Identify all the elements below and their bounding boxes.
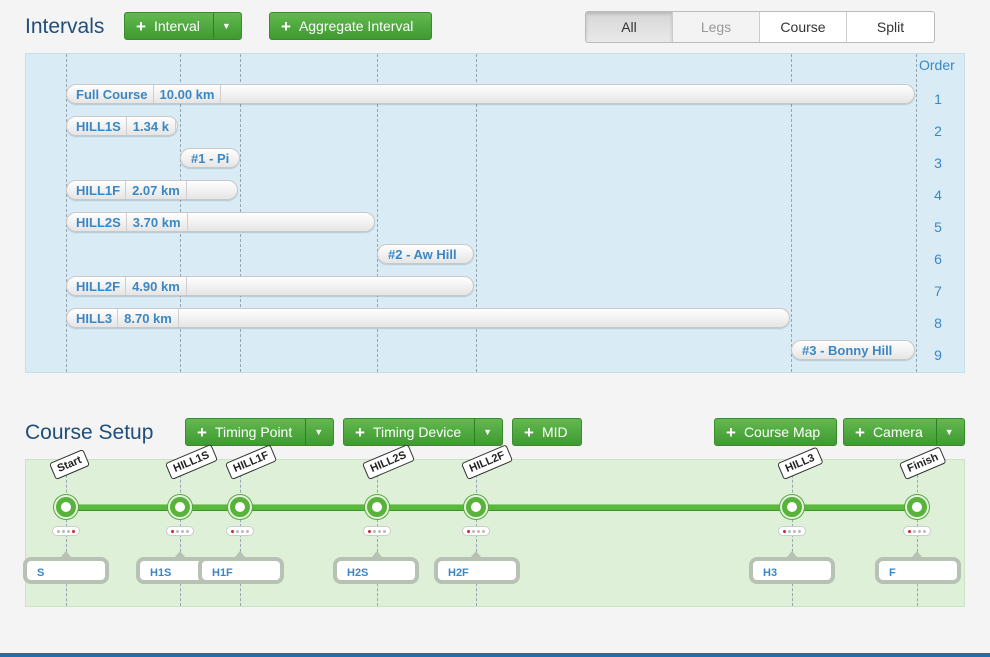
caret-down-icon: ▼	[314, 427, 324, 437]
plus-icon: +	[726, 422, 736, 442]
course-track-panel: Start S HILL1S H1S HILL1F H1F HILL2S H2S…	[23, 443, 965, 607]
add-interval-button[interactable]: +Interval ▼	[124, 12, 242, 40]
interval-name: Full Course	[67, 85, 154, 103]
timing-point-label[interactable]: HILL3	[776, 446, 824, 480]
timing-point-node[interactable]	[54, 495, 78, 519]
interval-bar[interactable]: HILL2S 3.70 km	[66, 212, 375, 232]
device-status-dots	[226, 526, 254, 536]
interval-bar[interactable]: #1 - Pi	[180, 148, 240, 168]
order-header: Order	[919, 57, 955, 73]
plus-icon: +	[524, 422, 534, 442]
interval-distance: 3.70 km	[127, 213, 188, 231]
interval-order: 9	[934, 347, 942, 363]
interval-name: HILL1S	[67, 117, 127, 135]
interval-bar[interactable]: #3 - Bonny Hill	[791, 340, 915, 360]
interval-order: 8	[934, 315, 942, 331]
timing-point-node[interactable]	[228, 495, 252, 519]
timing-point-label[interactable]: Finish	[898, 446, 947, 480]
timing-device-box[interactable]: H1F	[198, 557, 284, 584]
interval-order: 2	[934, 123, 942, 139]
interval-name: HILL2F	[67, 277, 127, 295]
interval-distance: 8.70 km	[118, 309, 179, 327]
interval-filter: All Legs Course Split	[585, 11, 935, 43]
interval-bar[interactable]: HILL2F 4.90 km	[66, 276, 474, 296]
interval-distance: 10.00 km	[154, 85, 222, 103]
interval-distance: 2.07 km	[126, 181, 187, 199]
plus-icon: +	[197, 422, 207, 442]
camera-dropdown[interactable]: ▼	[935, 419, 962, 445]
device-status-dots	[363, 526, 391, 536]
caret-down-icon: ▼	[483, 427, 493, 437]
timeline-divider	[791, 54, 792, 372]
timing-device-box[interactable]: H2S	[333, 557, 419, 584]
interval-distance: 4.90 km	[126, 277, 187, 295]
interval-name: HILL3	[67, 309, 119, 327]
plus-icon: +	[355, 422, 365, 442]
interval-name: HILL1F	[67, 181, 127, 199]
add-aggregate-interval-button[interactable]: +Aggregate Interval	[269, 12, 432, 40]
filter-legs[interactable]: Legs	[673, 12, 760, 42]
add-course-map-button[interactable]: +Course Map	[714, 418, 837, 446]
course-setup-title: Course Setup	[25, 421, 154, 444]
filter-all[interactable]: All	[586, 12, 673, 42]
intervals-timeline: Order Full Course 10.00 km 1 HILL1S 1.34…	[25, 53, 965, 373]
interval-distance: 1.34 k	[127, 117, 176, 135]
timing-point-dropdown[interactable]: ▼	[305, 419, 331, 445]
timing-point-node[interactable]	[464, 495, 488, 519]
interval-order: 6	[934, 251, 942, 267]
interval-bar[interactable]: #2 - Aw Hill	[377, 244, 474, 264]
filter-course[interactable]: Course	[760, 12, 847, 42]
device-status-dots	[52, 526, 80, 536]
timing-point-node[interactable]	[365, 495, 389, 519]
interval-bar[interactable]: HILL3 8.70 km	[66, 308, 790, 328]
interval-name: HILL2S	[67, 213, 127, 231]
interval-order: 1	[934, 91, 942, 107]
plus-icon: +	[136, 16, 146, 36]
interval-order: 7	[934, 283, 942, 299]
add-timing-point-button[interactable]: +Timing Point ▼	[185, 418, 334, 446]
timing-point-node[interactable]	[780, 495, 804, 519]
timing-point-label[interactable]: HILL1F	[224, 444, 278, 480]
add-mid-button[interactable]: +MID	[512, 418, 582, 446]
timing-point-label[interactable]: HILL2S	[361, 443, 415, 480]
device-status-dots	[778, 526, 806, 536]
timing-device-box[interactable]: H2F	[434, 557, 520, 584]
timeline-divider	[66, 54, 67, 372]
device-status-dots	[903, 526, 931, 536]
plus-icon: +	[281, 16, 291, 36]
plus-icon: +	[855, 422, 865, 442]
timeline-divider	[377, 54, 378, 372]
interval-name: #3 - Bonny Hill	[802, 342, 893, 358]
timing-point-node[interactable]	[168, 495, 192, 519]
interval-name: #2 - Aw Hill	[388, 246, 457, 262]
timing-point-node[interactable]	[905, 495, 929, 519]
add-timing-device-button[interactable]: +Timing Device ▼	[343, 418, 503, 446]
timing-device-dropdown[interactable]: ▼	[474, 419, 500, 445]
filter-split[interactable]: Split	[876, 19, 905, 35]
course-track	[66, 504, 918, 511]
device-status-dots	[462, 526, 490, 536]
timeline-divider	[476, 54, 477, 372]
interval-bar[interactable]: HILL1F 2.07 km	[66, 180, 238, 200]
timing-point-label[interactable]: HILL1S	[164, 443, 218, 480]
timeline-divider	[916, 54, 917, 372]
timing-point-label[interactable]: HILL2F	[460, 444, 514, 480]
timing-point-label[interactable]: Start	[48, 448, 91, 480]
add-interval-dropdown[interactable]: ▼	[212, 13, 239, 39]
device-status-dots	[166, 526, 194, 536]
intervals-title: Intervals	[25, 15, 105, 38]
timing-device-box[interactable]: F	[875, 557, 961, 584]
interval-order: 3	[934, 155, 942, 171]
interval-bar[interactable]: Full Course 10.00 km	[66, 84, 915, 104]
caret-down-icon: ▼	[944, 427, 954, 437]
timing-device-box[interactable]: S	[23, 557, 109, 584]
interval-name: #1 - Pi	[191, 150, 230, 166]
caret-down-icon: ▼	[221, 21, 231, 31]
interval-bar[interactable]: HILL1S 1.34 k	[66, 116, 178, 136]
interval-order: 5	[934, 219, 942, 235]
add-camera-button[interactable]: +Camera ▼	[843, 418, 965, 446]
interval-order: 4	[934, 187, 942, 203]
timing-device-box[interactable]: H3	[749, 557, 835, 584]
